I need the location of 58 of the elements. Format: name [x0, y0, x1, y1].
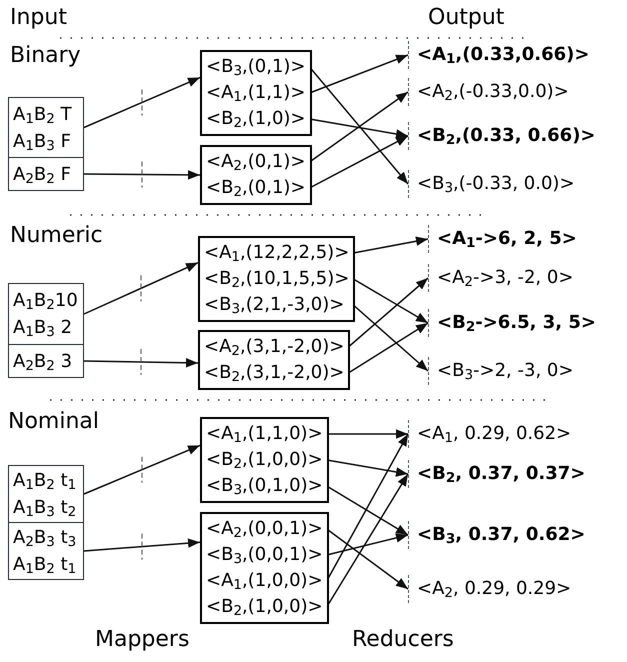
- input-record-cell: A$_{2}$B$_{2}$ 3: [8, 344, 84, 378]
- section-label: Binary: [10, 42, 81, 70]
- input-record-cell: A$_{1}$B$_{2}$ t$_{1}$ A$_{1}$B$_{3}$ t$_{2}$: [8, 465, 84, 523]
- mapper-entry: <B$_{2}$,(1,0)>: [202, 106, 310, 132]
- reducer-output: <A$_{2}$->3, -2, 0>: [428, 264, 574, 292]
- mapper-entry: <B$_{2}$,(0,1)>: [202, 175, 310, 201]
- arrow: [84, 76, 200, 128]
- input-record-cell: A$_{2}$B$_{3}$ t$_{3}$ A$_{1}$B$_{2}$ t$_{1}$: [8, 522, 84, 580]
- mapper-box: [200, 50, 312, 136]
- mapper-entry: <B$_{3}$,(0,0,1)>: [202, 542, 327, 568]
- mapper-entry: <B$_{3}$,(2,1,-3,0)>: [200, 292, 354, 318]
- reducer-output: <B$_{2}$->6.5, 3, 5>: [428, 309, 596, 337]
- mapper-entry: <B$_{2}$,(3,1,-2,0)>: [200, 360, 348, 386]
- section-label: Input: [10, 4, 67, 32]
- mapper-entry: <A$_{2}$,(0,0,1)>: [202, 516, 327, 542]
- mapper-box: [200, 417, 329, 503]
- mapper-box: [198, 236, 356, 322]
- reducer-output: <B$_{2}$, 0.37, 0.37>: [408, 460, 586, 488]
- mapper-entry: <A$_{1}$,(1,1)>: [202, 80, 310, 106]
- section-label: Output: [428, 4, 504, 32]
- mapper-box: [198, 330, 350, 390]
- mapper-entry: <B$_{2}$,(1,0,0)>: [202, 594, 327, 620]
- mapper-entry: <A$_{1}$,(12,2,2,5)>: [200, 240, 354, 266]
- reducer-output: <B$_{3}$->2, -3, 0>: [428, 357, 574, 385]
- mapper-entry: <A$_{1}$,(1,0,0)>: [202, 568, 327, 594]
- section-label: Numeric: [10, 222, 103, 250]
- mapper-entry: <A$_{2}$,(0,1)>: [202, 149, 310, 175]
- reducer-output: <A$_{2}$, 0.29, 0.29>: [408, 575, 572, 603]
- reducer-output: <B$_{2}$,(0.33, 0.66)>: [408, 122, 596, 150]
- reducer-output: <B$_{3}$, 0.37, 0.62>: [408, 521, 586, 549]
- input-record-cell: A$_{1}$B$_{2}$ T A$_{1}$B$_{3}$ F: [8, 97, 84, 158]
- mapper-entry: <B$_{3}$,(0,1)>: [202, 54, 310, 80]
- input-record-cell: A$_{2}$B$_{2}$ F: [8, 157, 84, 191]
- arrow: [326, 459, 408, 477]
- input-record-cell: A$_{1}$B$_{2}$10 A$_{1}$B$_{3}$ 2: [8, 283, 84, 345]
- arrow: [326, 533, 408, 556]
- reducer-output: <A$_{2}$,(-0.33,0.0)>: [408, 78, 569, 106]
- mapper-entry: <A$_{1}$,(1,1,0)>: [202, 421, 327, 447]
- section-label: Reducers: [352, 626, 454, 654]
- mapper-entry: <B$_{3}$,(0,1,0)>: [202, 473, 327, 499]
- mapper-entry: <B$_{2}$,(1,0,0)>: [202, 447, 327, 473]
- arrow: [353, 236, 428, 254]
- arrow: [84, 538, 200, 552]
- arrow: [84, 262, 198, 315]
- section-label: Nominal: [8, 408, 99, 436]
- arrow: [84, 444, 200, 495]
- arrow: [326, 429, 408, 439]
- reducer-output: <A$_{1}$,(0.33,0.66)>: [408, 41, 590, 69]
- arrow: [84, 170, 200, 180]
- section-label: Mappers: [95, 626, 190, 654]
- reducer-output: <B$_{3}$,(-0.33, 0.0)>: [408, 170, 575, 198]
- arrow: [84, 358, 198, 368]
- reducer-output: <A$_{1}$->6, 2, 5>: [428, 225, 577, 253]
- mapper-entry: <A$_{2}$,(3,1,-2,0)>: [200, 334, 348, 360]
- reducer-output: <A$_{1}$, 0.29, 0.62>: [408, 420, 572, 448]
- mapper-box: [200, 145, 312, 205]
- mapper-entry: <B$_{2}$,(10,1,5,5)>: [200, 266, 354, 292]
- mapper-box: [200, 512, 329, 624]
